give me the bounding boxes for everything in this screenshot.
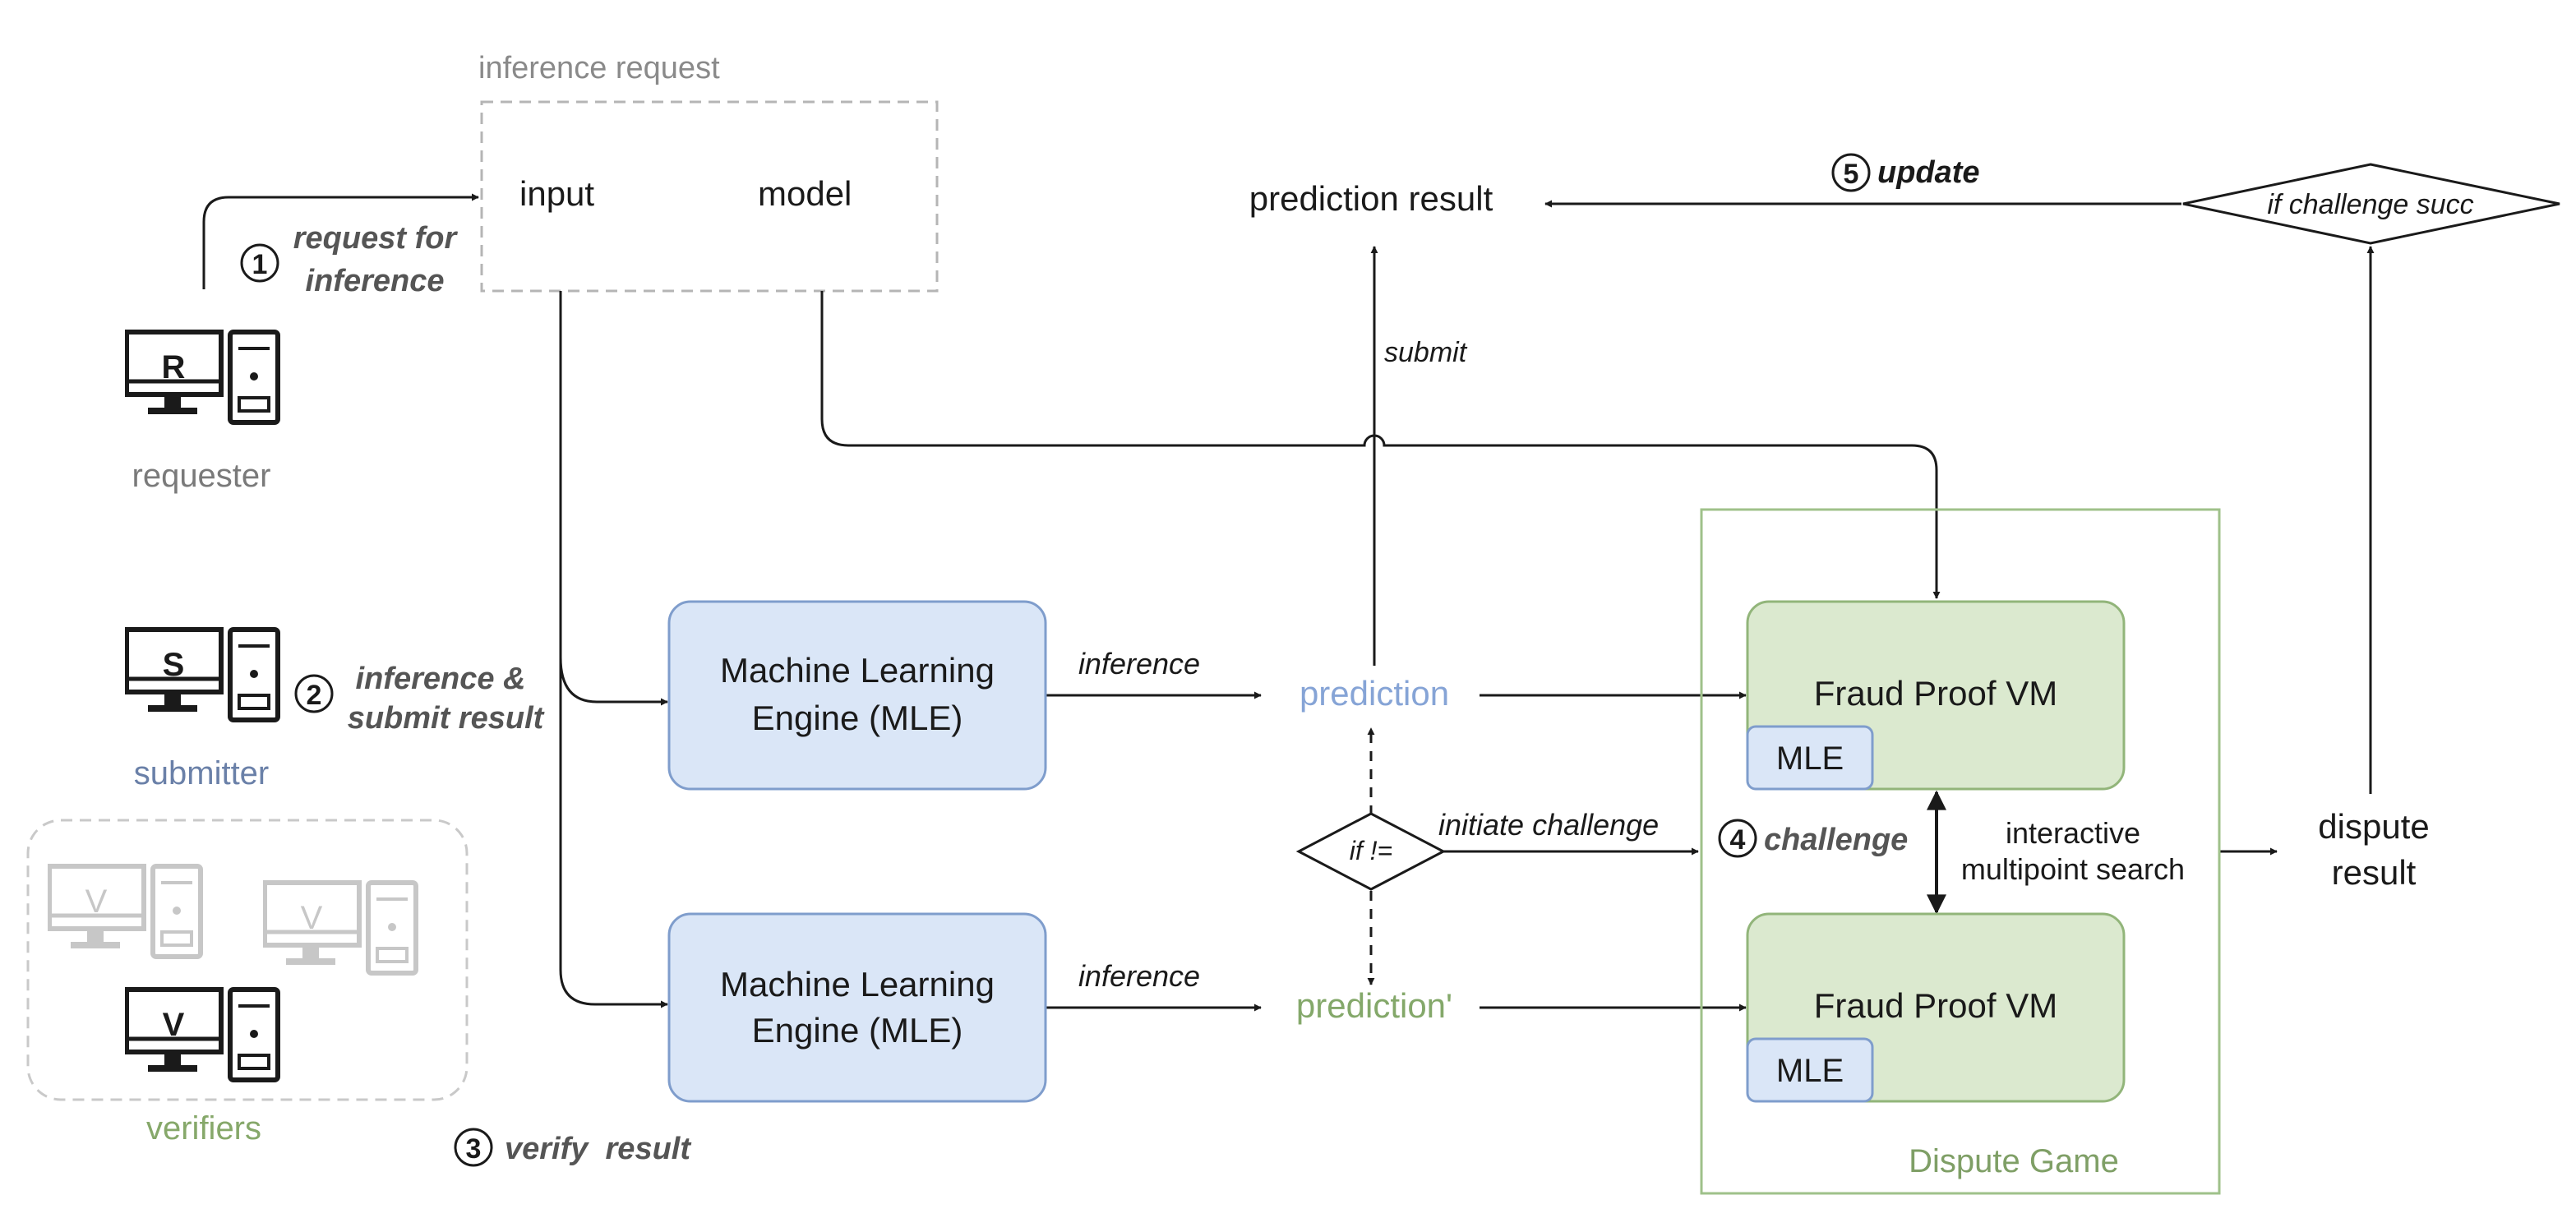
verifier-computer-icon: V (265, 883, 416, 973)
svg-text:verify result: verify result (505, 1132, 691, 1166)
requester-label: requester (132, 458, 271, 494)
svg-text:2: 2 (307, 680, 322, 711)
inference-request-box (480, 100, 939, 293)
prediction-result-node: prediction result (1249, 179, 1493, 218)
input-label: input (519, 174, 594, 213)
step-1-label: 1 request for inference (240, 221, 459, 298)
step-3-label: 3 verify result (454, 1128, 691, 1167)
fraud-proof-vm-bottom: Fraud Proof VM MLE (1746, 912, 2126, 1103)
svg-text:challenge: challenge (1764, 823, 1908, 857)
requester-letter: R (162, 349, 186, 385)
svg-text:Fraud Proof VM: Fraud Proof VM (1814, 674, 2057, 713)
svg-text:Fraud Proof VM: Fraud Proof VM (1814, 986, 2057, 1025)
verifier-computer-icon: V (127, 990, 278, 1080)
requester-computer-icon: R (127, 332, 278, 422)
model-label: model (758, 174, 852, 213)
step-4-label: 4 challenge (1718, 819, 1908, 858)
svg-text:Engine (MLE): Engine (MLE) (752, 1011, 963, 1050)
input-to-mle-line (559, 291, 668, 1008)
fraud-proof-vm-top: Fraud Proof VM MLE (1746, 600, 2126, 791)
svg-text:Machine Learning: Machine Learning (720, 651, 995, 690)
svg-text:Machine Learning: Machine Learning (720, 965, 995, 1003)
step-5-label: 5 update (1831, 153, 1980, 192)
submitter-computer-icon: S (127, 630, 278, 720)
svg-text:MLE: MLE (1776, 740, 1844, 777)
svg-text:inference: inference (306, 264, 445, 298)
mle-badge (1746, 1037, 1874, 1103)
svg-text:1: 1 (252, 249, 268, 280)
svg-text:V: V (301, 900, 323, 936)
interactive-search-label-2: multipoint search (1961, 852, 2185, 886)
svg-text:if challenge succ: if challenge succ (2267, 189, 2473, 220)
verifiers-label: verifiers (146, 1110, 261, 1146)
verifiers-group-box (26, 819, 469, 1101)
svg-text:V: V (85, 884, 108, 920)
dispute-result-node: dispute (2318, 807, 2429, 846)
verifier-computer-icon: V (49, 866, 201, 957)
mle-box-top (667, 600, 1047, 791)
svg-text:Engine (MLE): Engine (MLE) (752, 699, 963, 737)
if-challenge-succ-decision: if challenge succ (2182, 163, 2560, 245)
submitter-letter: S (163, 647, 185, 683)
mle-box-bottom (667, 912, 1047, 1103)
mle-badge (1746, 725, 1874, 791)
submit-label: submit (1384, 337, 1468, 368)
if-not-equal-decision: if != (1295, 812, 1447, 891)
svg-text:if !=: if != (1350, 836, 1392, 865)
input-to-mle-top-arrow (559, 657, 668, 706)
inference-label-top: inference (1078, 647, 1200, 681)
prediction-node: prediction (1300, 674, 1449, 713)
prediction-prime-node: prediction' (1296, 986, 1452, 1025)
svg-text:V: V (163, 1007, 185, 1043)
dispute-game-label: Dispute Game (1909, 1143, 2119, 1179)
submitter-label: submitter (134, 755, 270, 791)
svg-text:4: 4 (1730, 824, 1746, 856)
svg-text:5: 5 (1844, 159, 1859, 190)
svg-text:MLE: MLE (1776, 1053, 1844, 1089)
svg-text:inference &: inference & (356, 662, 526, 696)
step-2-label: 2 inference & submit result (294, 662, 545, 736)
request-arrow (202, 193, 479, 289)
svg-text:3: 3 (466, 1133, 482, 1165)
svg-text:request for: request for (293, 221, 459, 256)
svg-text:update: update (1877, 155, 1980, 190)
inference-label-bottom: inference (1078, 959, 1200, 993)
dispute-game-box (1700, 508, 2221, 1195)
initiate-challenge-label: initiate challenge (1438, 808, 1659, 842)
inference-request-title: inference request (478, 51, 720, 85)
dispute-result-node-2: result (2332, 853, 2417, 892)
svg-text:submit result: submit result (348, 701, 545, 736)
interactive-search-label: interactive (2006, 816, 2140, 850)
model-to-vm-arrow (820, 291, 1941, 599)
